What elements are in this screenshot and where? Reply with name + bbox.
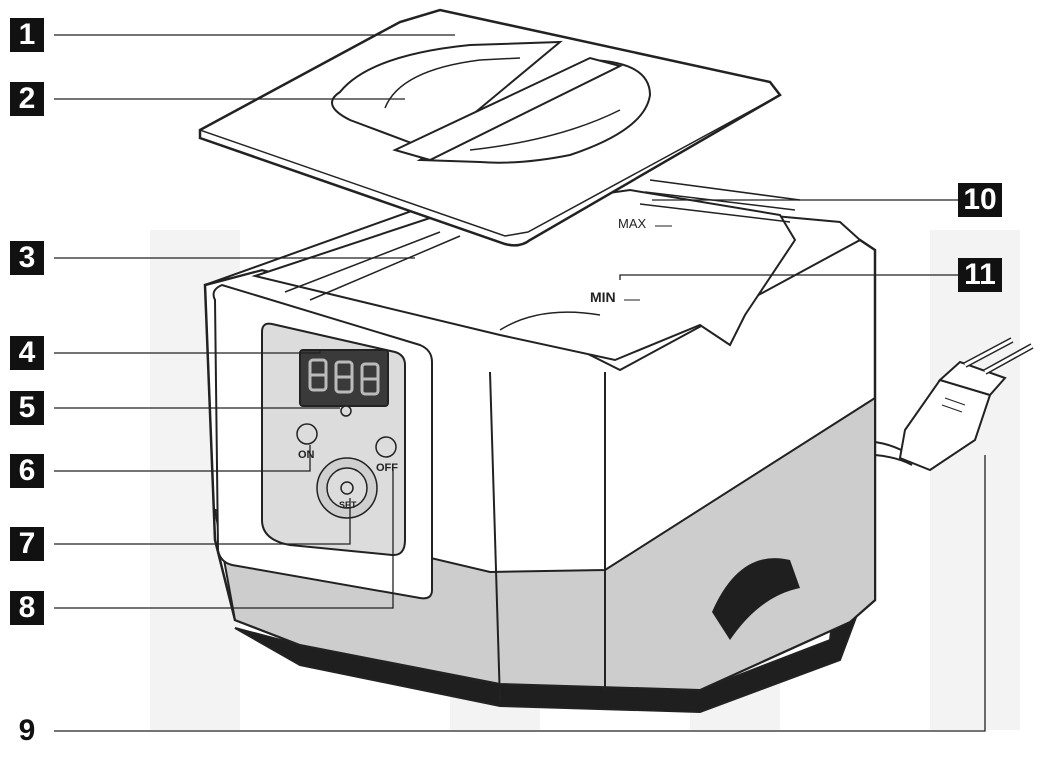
lid-handle [392, 56, 623, 162]
set-button-center [340, 481, 354, 495]
off-label: OFF [376, 462, 398, 474]
leader-lines [54, 34, 986, 732]
max-label: MAX [618, 216, 647, 231]
callout-4: 4 [10, 336, 44, 370]
plug-prong [964, 338, 1013, 367]
callout-7: 7 [10, 527, 44, 561]
callout-2: 2 [10, 82, 44, 116]
set-label: SET [339, 500, 357, 510]
on-button [296, 423, 318, 445]
callout-9: 9 [18, 714, 36, 747]
body-band [213, 396, 876, 692]
callout-10: 10 [958, 183, 1002, 217]
callout-8: 8 [10, 591, 44, 625]
on-label: ON [298, 449, 315, 461]
display-digits [308, 358, 380, 396]
callout-1: 1 [10, 18, 44, 52]
power-plug [938, 360, 1007, 397]
off-button [375, 436, 397, 458]
lid-edge [199, 94, 781, 237]
callout-5: 5 [10, 391, 44, 425]
callout-11: 11 [958, 258, 1002, 292]
min-label: MIN [590, 289, 616, 305]
indicator-led [340, 405, 352, 417]
body-edge [489, 371, 501, 703]
plug-grip [941, 404, 963, 413]
lid-window [331, 40, 563, 152]
plug-grip [944, 397, 966, 406]
max-line [639, 203, 791, 223]
max-line [644, 191, 796, 211]
base-foot [712, 558, 800, 640]
tank-bottom-arc [499, 311, 601, 331]
plug-prong [984, 344, 1033, 374]
callout-6: 6 [10, 454, 44, 488]
callout-3: 3 [10, 241, 44, 275]
tank-inner-edge [284, 231, 441, 293]
power-cord [874, 454, 913, 466]
max-line [649, 179, 801, 201]
tank-inner-edge [309, 235, 461, 301]
lid-window-inner [469, 109, 621, 151]
